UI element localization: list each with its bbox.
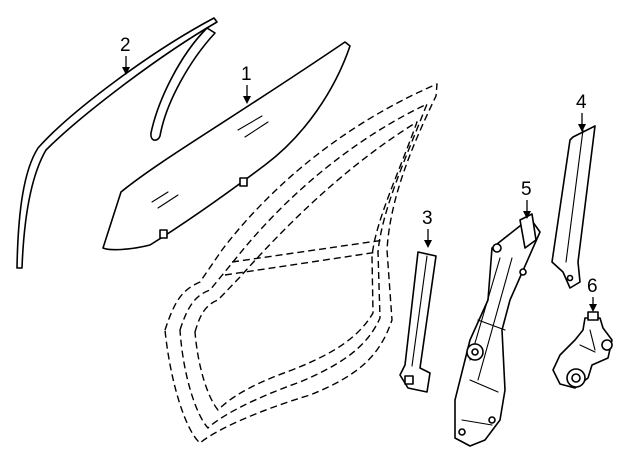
callout-6: 6 [587,276,598,312]
part-3-run-channel [399,251,437,393]
callout-6-label: 6 [587,276,598,297]
part-5-window-regulator [454,213,541,447]
part-1-door-glass [102,41,351,251]
callout-4: 4 [576,92,587,132]
callout-5: 5 [521,179,532,219]
callout-3: 3 [422,208,433,248]
callout-5-label: 5 [521,179,532,200]
part-6-regulator-motor [552,311,613,389]
callout-1: 1 [241,64,252,104]
callout-2: 2 [120,35,131,75]
callout-1-label: 1 [241,64,252,85]
part-4-rear-channel [551,125,596,289]
callout-2-label: 2 [120,35,131,56]
part-2-channel-seal [16,17,218,269]
door-frame-outline [164,83,438,444]
callout-3-label: 3 [422,208,433,229]
callout-4-label: 4 [576,92,587,113]
